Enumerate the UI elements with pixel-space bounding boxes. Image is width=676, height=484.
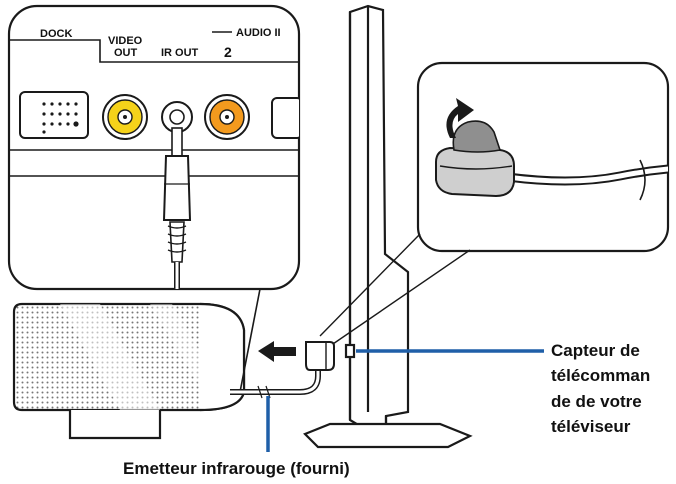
audio-jack-2 bbox=[204, 94, 250, 140]
label-ir-out: IR OUT bbox=[161, 47, 199, 59]
label-audio: AUDIO II bbox=[236, 27, 281, 39]
label-port-2: 2 bbox=[224, 44, 232, 60]
soundbar bbox=[12, 302, 246, 440]
sensor-label-line1: Capteur de bbox=[551, 341, 640, 360]
emitter-attach-inset bbox=[319, 61, 670, 347]
ir-emitter-cable bbox=[230, 341, 335, 399]
ir-out-jack bbox=[161, 101, 193, 133]
sensor-label-line3: de de votre bbox=[551, 392, 642, 411]
mini-jack-plug bbox=[162, 127, 192, 289]
sensor-label-line2: télécomman bbox=[551, 366, 650, 385]
emitter-label: Emetteur infrarouge (fourni) bbox=[123, 459, 350, 478]
label-video-line2: OUT bbox=[114, 47, 138, 59]
sensor-callout: Capteur de télécomman de de votre télévi… bbox=[551, 341, 650, 436]
remote-sensor bbox=[344, 343, 356, 359]
video-out-jack bbox=[102, 94, 148, 140]
label-dock: DOCK bbox=[40, 28, 72, 40]
sensor-label-line4: téléviseur bbox=[551, 417, 631, 436]
tv-monitor bbox=[303, 4, 473, 449]
rear-panel-closeup: DOCK VIDEO OUT IR OUT 2 AUDIO II bbox=[7, 4, 301, 393]
dock-connector bbox=[19, 91, 89, 139]
rotate-arrow-icon bbox=[446, 98, 474, 138]
insert-arrow-icon bbox=[258, 341, 296, 362]
label-video-line1: VIDEO bbox=[108, 35, 143, 47]
tv-stand-base bbox=[303, 422, 473, 449]
